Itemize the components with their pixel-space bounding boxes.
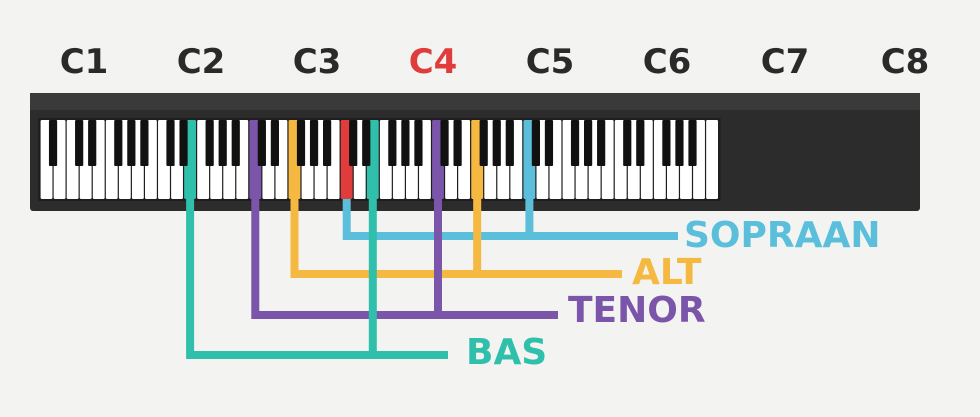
black-key [296, 120, 306, 166]
black-key [231, 120, 240, 166]
black-key [492, 120, 501, 166]
white-key [706, 120, 718, 199]
black-key [531, 120, 540, 166]
black-key [205, 120, 214, 166]
octave-label-c3: C3 [292, 42, 342, 82]
black-key [597, 120, 606, 166]
black-key [662, 120, 671, 166]
octave-label-c5: C5 [525, 42, 575, 82]
black-key [257, 120, 266, 166]
range-label-bas: BAS [466, 332, 548, 373]
black-key [505, 120, 514, 166]
black-key [675, 120, 684, 166]
black-key [623, 120, 632, 166]
black-key [362, 120, 371, 166]
black-key [48, 120, 58, 166]
black-key [270, 120, 279, 166]
octave-label-c2: C2 [176, 42, 226, 82]
range-bracket-sopraan [342, 199, 678, 240]
octave-label-c8: C8 [880, 42, 930, 82]
black-key [323, 120, 332, 166]
black-key [179, 120, 188, 166]
black-key [127, 120, 136, 166]
black-key [584, 120, 593, 166]
range-label-sopraan: SOPRAAN [684, 215, 881, 256]
octave-label-c1: C1 [59, 42, 109, 82]
black-key [479, 120, 488, 166]
black-key [388, 120, 397, 166]
range-label-tenor: TENOR [568, 290, 706, 331]
range-bracket-tenor [251, 199, 558, 319]
piano-top-rail [30, 93, 920, 110]
black-key [401, 120, 410, 166]
black-key [544, 120, 554, 166]
black-key [309, 120, 319, 166]
black-key [88, 120, 97, 166]
range-bracket-bas [186, 199, 448, 359]
black-key [636, 120, 645, 166]
black-key [570, 120, 580, 166]
octave-label-c4: C4 [408, 42, 458, 82]
range-label-alt: ALT [632, 252, 702, 293]
black-key [349, 120, 358, 166]
black-key [440, 120, 449, 166]
black-key [453, 120, 462, 166]
black-key [114, 120, 123, 166]
black-key [75, 120, 84, 166]
black-key [688, 120, 697, 166]
black-key [414, 120, 423, 166]
black-key [166, 120, 175, 166]
black-key [218, 120, 227, 166]
black-key [140, 120, 149, 166]
range-bracket-alt [290, 199, 622, 278]
octave-label-c7: C7 [760, 42, 810, 82]
octave-label-c6: C6 [642, 42, 692, 82]
